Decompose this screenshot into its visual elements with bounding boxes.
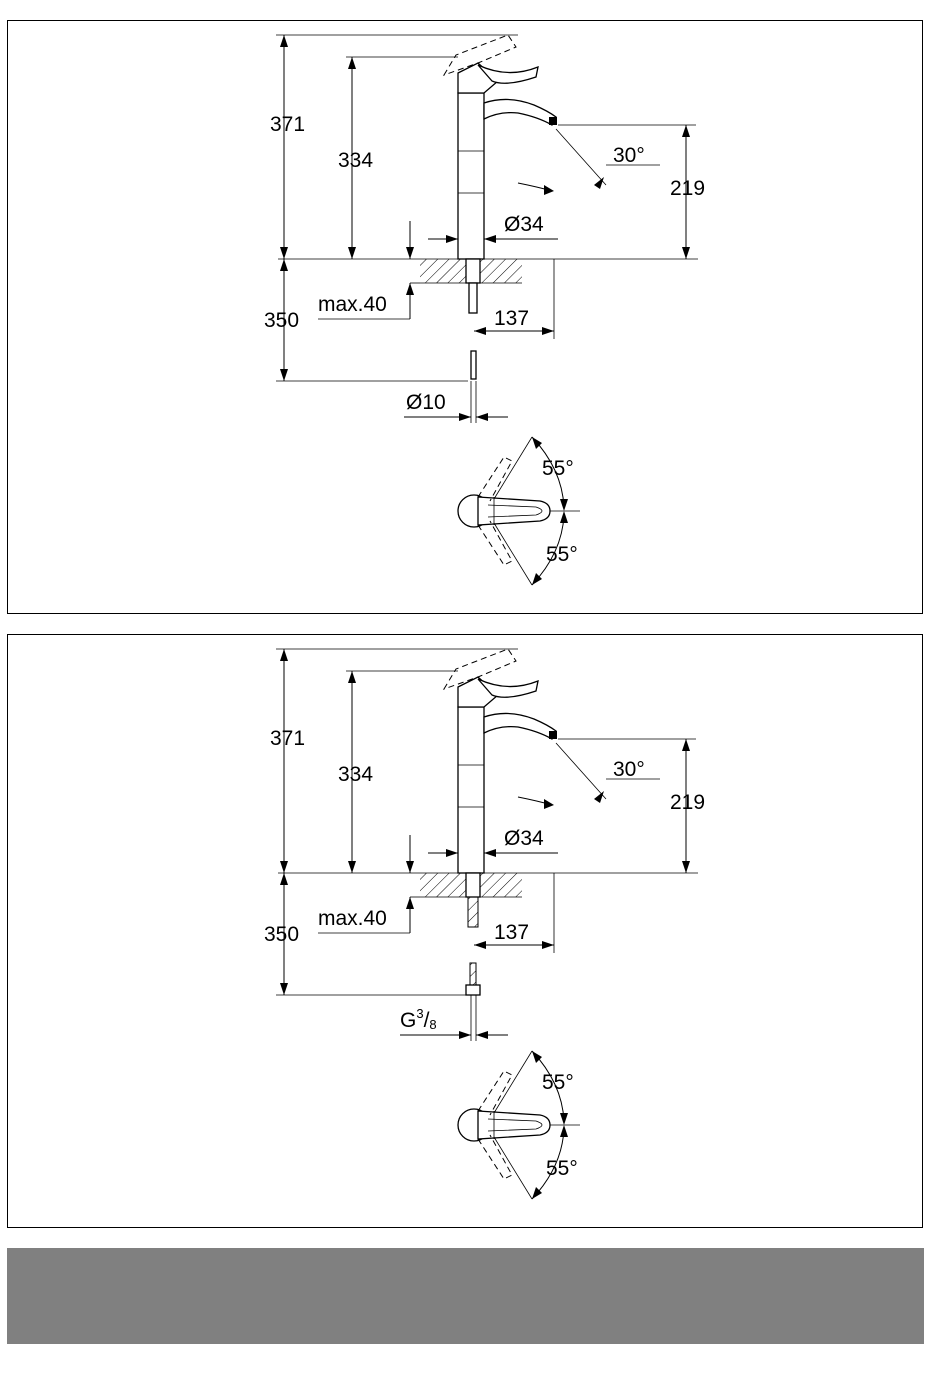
faucet-drawing-1: 371 334 219 30° Ø34 max.4 — [8, 21, 924, 615]
dim-connection-thread: G3/8 — [400, 1006, 437, 1032]
dim-body-height: 334 — [338, 149, 373, 172]
footer-gray-bar — [7, 1248, 924, 1344]
dim-below-deck-length: 350 — [264, 923, 299, 946]
dim-body-height: 334 — [338, 763, 373, 786]
dim-spout-height: 219 — [670, 177, 705, 200]
flexible-hose-connection — [466, 873, 480, 995]
dim-total-height: 371 — [270, 727, 305, 750]
dim-max-deck-thickness: max.40 — [318, 293, 387, 316]
below-deck-connection — [466, 259, 480, 379]
faucet-drawing-2: 371 334 219 30° Ø34 max.4 — [8, 635, 924, 1229]
dim-lever-angle-bottom: 55° — [546, 1157, 578, 1180]
dim-total-height: 371 — [270, 113, 305, 136]
dim-lever-angle-bottom: 55° — [546, 543, 578, 566]
dim-below-deck-length: 350 — [264, 309, 299, 332]
technical-drawing-panel-1: 371 334 219 30° Ø34 max.4 — [7, 20, 923, 614]
dim-spout-projection: 137 — [494, 921, 529, 944]
dim-spout-projection: 137 — [494, 307, 529, 330]
dim-lever-angle-top: 55° — [542, 1071, 574, 1094]
dim-spout-angle: 30° — [613, 144, 645, 167]
dim-body-diameter: Ø34 — [504, 213, 544, 236]
dim-spout-height: 219 — [670, 791, 705, 814]
dim-lever-angle-top: 55° — [542, 457, 574, 480]
dim-body-diameter: Ø34 — [504, 827, 544, 850]
technical-drawing-panel-2: 371 334 219 30° Ø34 max.4 — [7, 634, 923, 1228]
dim-max-deck-thickness: max.40 — [318, 907, 387, 930]
dim-connection: Ø10 — [406, 391, 446, 414]
dim-spout-angle: 30° — [613, 758, 645, 781]
